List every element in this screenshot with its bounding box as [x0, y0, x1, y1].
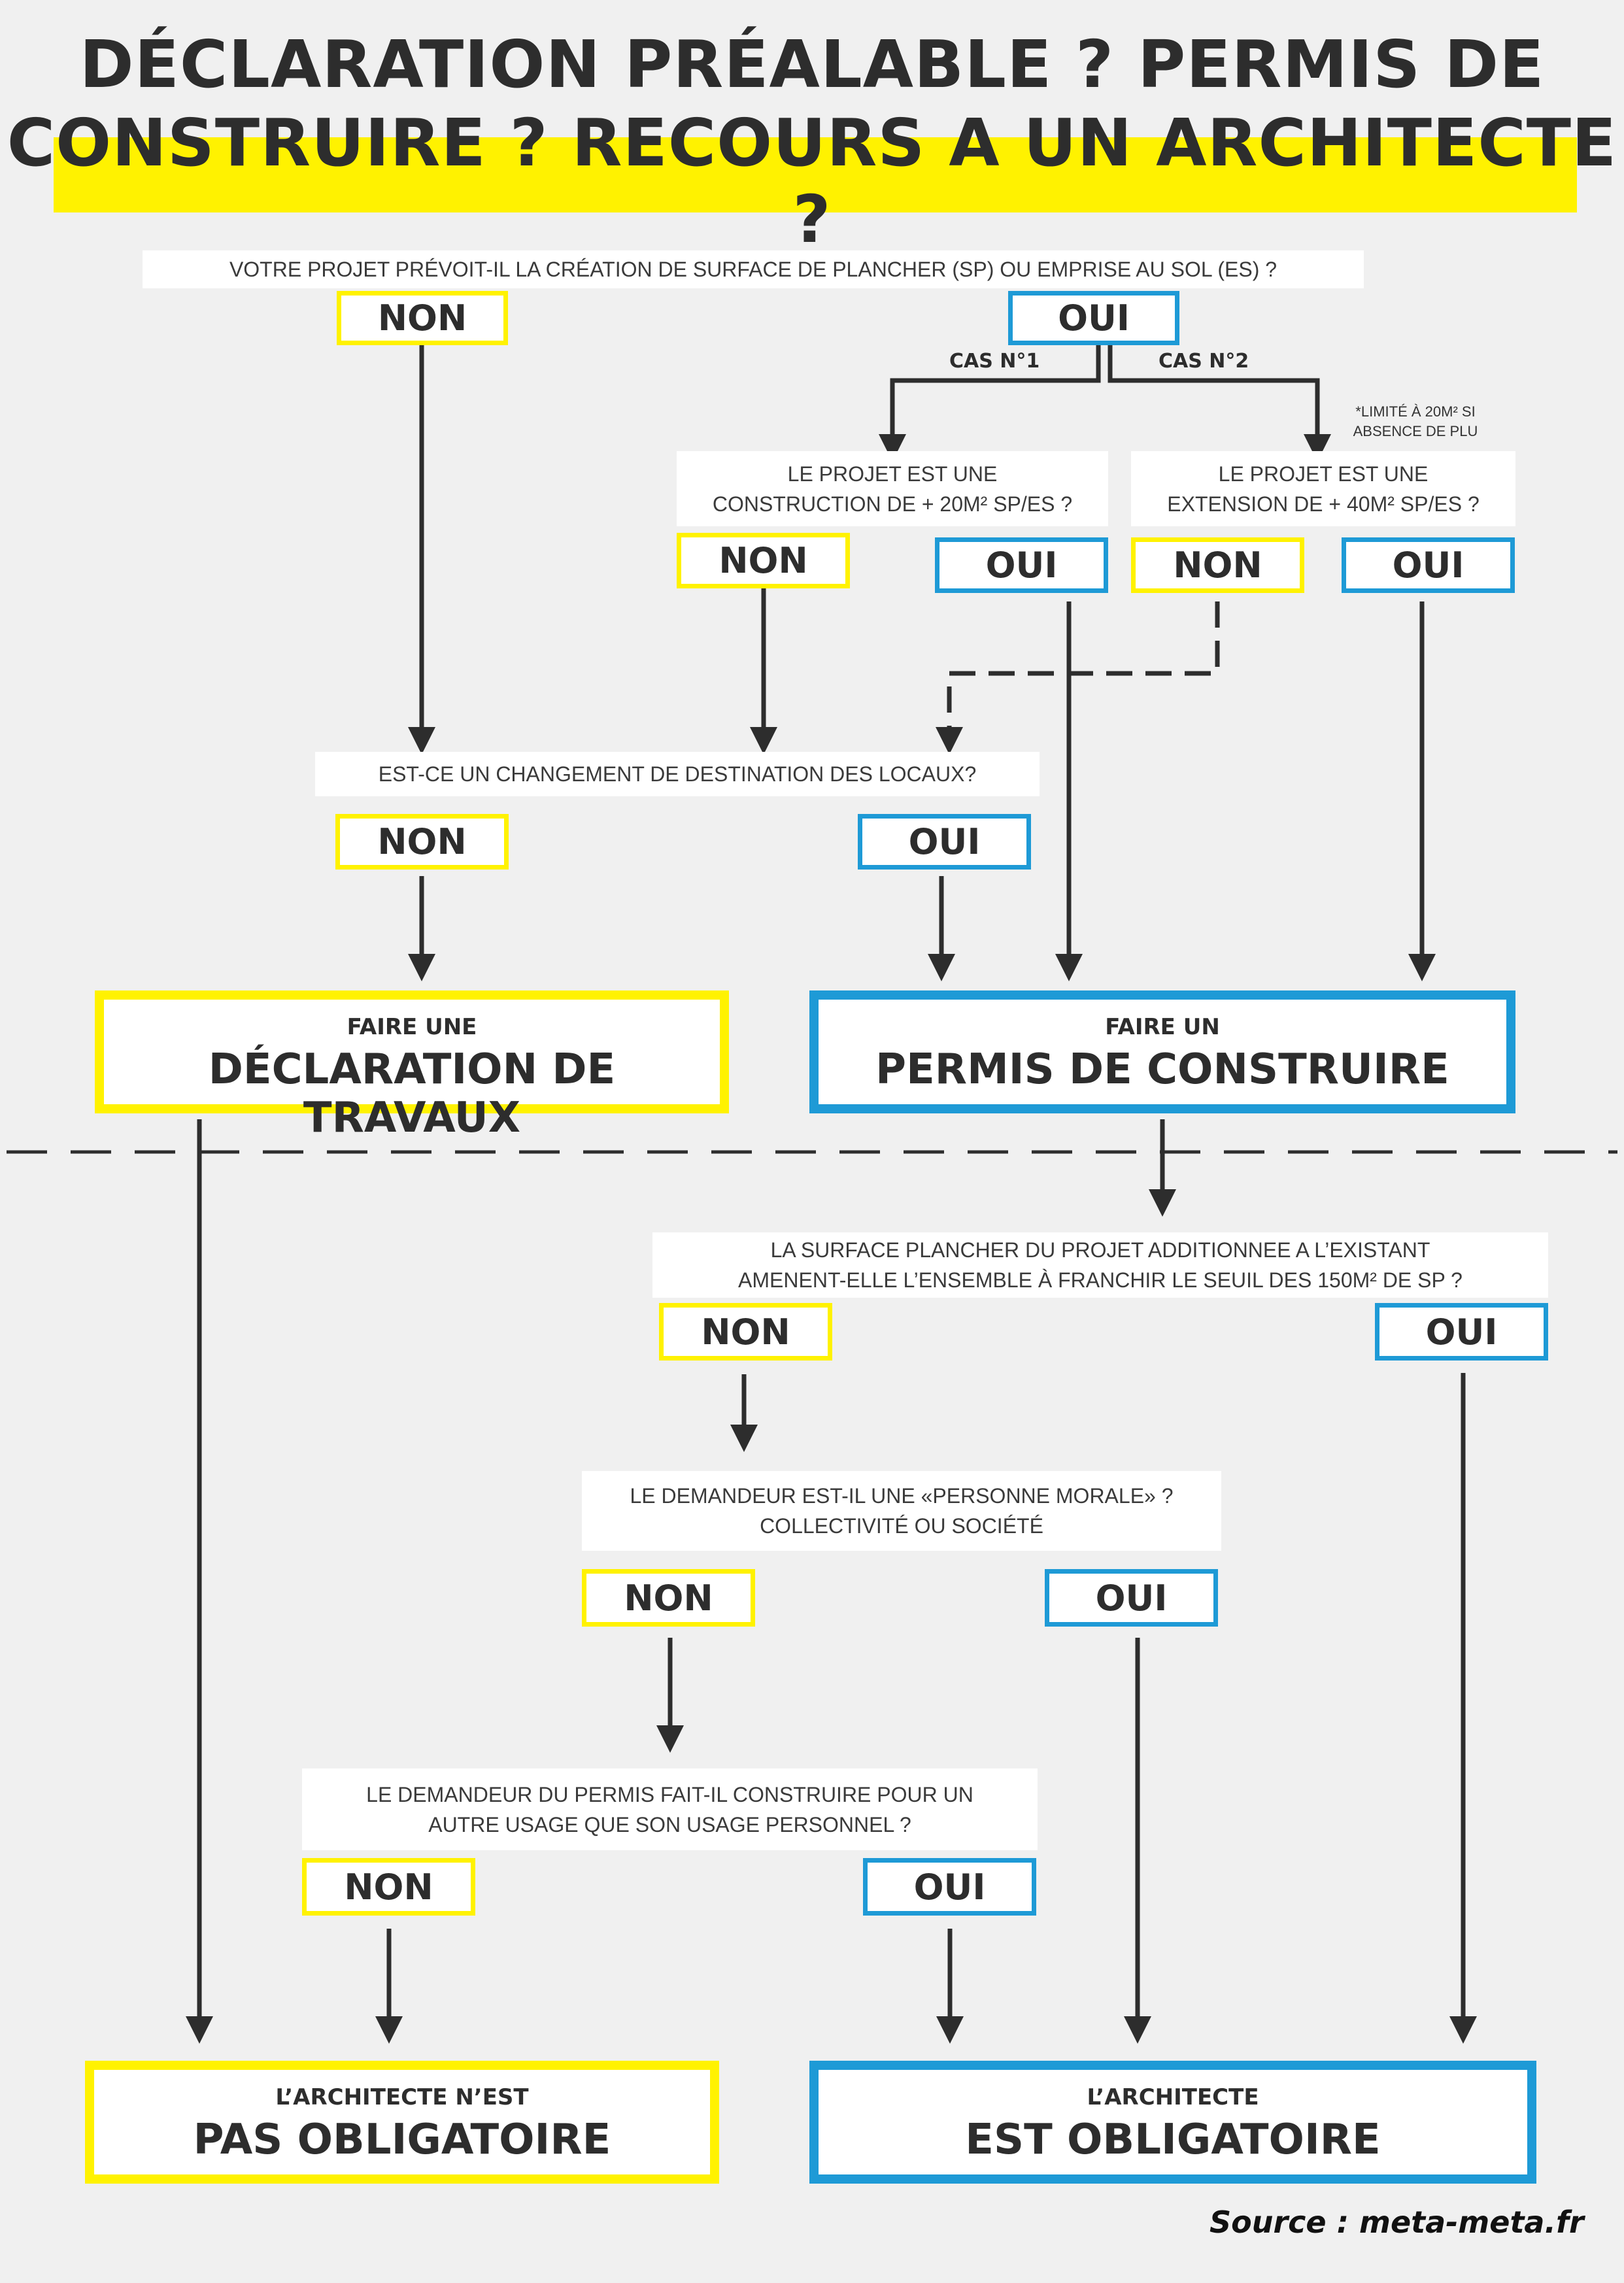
answer-non-destination: NON: [335, 814, 509, 870]
question-change-destination: EST-CE UN CHANGEMENT DE DESTINATION DES …: [315, 752, 1040, 796]
answer-oui-destination: OUI: [858, 814, 1031, 870]
result-required-big: EST OBLIGATOIRE: [965, 2116, 1381, 2164]
answer-oui-surface-creation: OUI: [1008, 291, 1179, 345]
result-permis-big: PERMIS DE CONSTRUIRE: [875, 1045, 1449, 1094]
question-construction-20m2: LE PROJET EST UNE CONSTRUCTION DE + 20M²…: [677, 451, 1108, 526]
answer-non-extension: NON: [1131, 537, 1304, 593]
result-permis-small: FAIRE UN: [1105, 1014, 1220, 1040]
answer-non-construction: NON: [677, 533, 850, 588]
question-autre-usage: LE DEMANDEUR DU PERMIS FAIT-IL CONSTRUIR…: [302, 1768, 1038, 1850]
question-personne-morale: LE DEMANDEUR EST-IL UNE «PERSONNE MORALE…: [582, 1471, 1221, 1551]
result-architect-required: L’ARCHITECTE EST OBLIGATOIRE: [809, 2061, 1536, 2184]
answer-non-threshold: NON: [659, 1303, 832, 1361]
answer-non-autre-usage: NON: [302, 1858, 475, 1916]
answer-oui-threshold: OUI: [1375, 1303, 1548, 1361]
answer-oui-autre-usage: OUI: [863, 1858, 1036, 1916]
question-surface-creation: VOTRE PROJET PRÉVOIT-IL LA CRÉATION DE S…: [143, 250, 1364, 288]
question-threshold-150m2: LA SURFACE PLANCHER DU PROJET ADDITIONNE…: [652, 1232, 1548, 1298]
answer-oui-construction: OUI: [935, 537, 1108, 593]
answer-oui-extension: OUI: [1342, 537, 1515, 593]
footnote-limit: *LIMITÉ À 20M² SI ABSENCE DE PLU: [1353, 403, 1478, 439]
answer-non-personne-morale: NON: [582, 1569, 755, 1627]
answer-non-surface-creation: NON: [337, 291, 508, 345]
title-highlight: [54, 137, 1577, 212]
answer-oui-personne-morale: OUI: [1045, 1569, 1218, 1627]
result-architect-not-required: L’ARCHITECTE N’EST PAS OBLIGATOIRE: [85, 2061, 719, 2184]
case-1-label: CAS N°1: [949, 350, 1040, 373]
result-declaration-big: DÉCLARATION DE TRAVAUX: [208, 1045, 616, 1142]
result-permis-construire: FAIRE UN PERMIS DE CONSTRUIRE: [809, 990, 1515, 1113]
case-2-label: CAS N°2: [1159, 350, 1249, 373]
result-declaration-small: FAIRE UNE: [347, 1014, 477, 1040]
result-required-small: L’ARCHITECTE: [1087, 2084, 1259, 2110]
result-not-required-big: PAS OBLIGATOIRE: [193, 2116, 611, 2164]
result-not-required-small: L’ARCHITECTE N’EST: [275, 2084, 529, 2110]
result-declaration-travaux: FAIRE UNE DÉCLARATION DE TRAVAUX: [95, 990, 729, 1142]
page-title-line-2: CONSTRUIRE ? RECOURS A UN ARCHITECTE ?: [7, 105, 1617, 258]
question-extension-40m2: LE PROJET EST UNE EXTENSION DE + 40M² SP…: [1131, 451, 1515, 526]
source-credit: Source : meta-meta.fr: [1210, 2205, 1584, 2240]
page-title-line-1: DÉCLARATION PRÉALABLE ? PERMIS DE: [79, 26, 1545, 103]
